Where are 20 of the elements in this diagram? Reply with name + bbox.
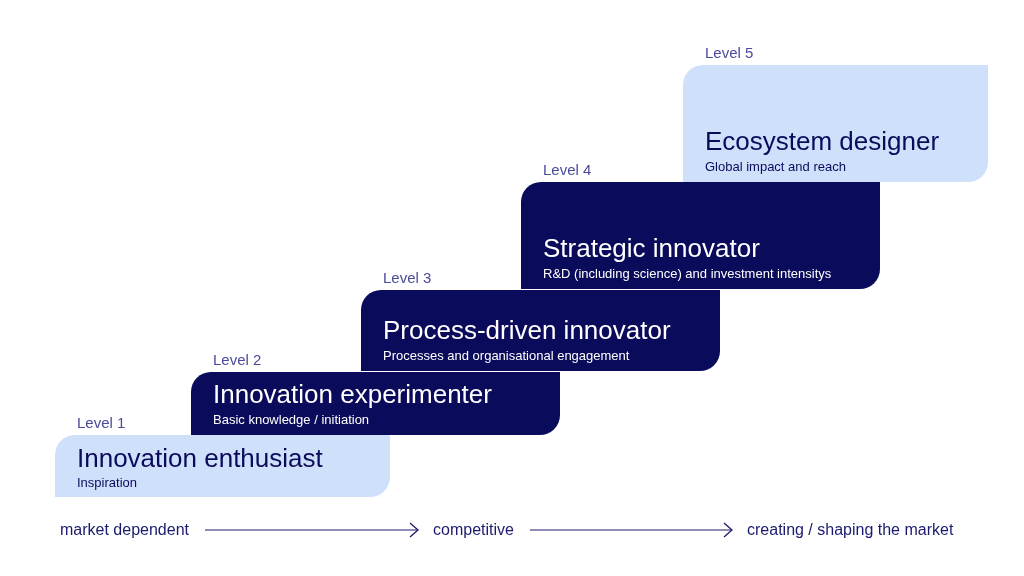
level-label: Level 2	[213, 351, 262, 369]
step-description: Processes and organisational engagement	[383, 348, 630, 364]
step-title: Process-driven innovator	[383, 315, 671, 345]
step-description: R&D (including science) and investment intensitys	[543, 266, 832, 282]
level-label: Level 1	[77, 414, 126, 432]
stage-label: creating / shaping the market	[747, 520, 954, 540]
step-description: Inspiration	[77, 475, 137, 491]
step-title: Strategic innovator	[543, 233, 760, 263]
stage-label: competitive	[433, 520, 514, 540]
arrow	[529, 522, 733, 538]
stage-label: market dependent	[60, 520, 189, 540]
step-description: Basic knowledge / initiation	[213, 412, 370, 428]
step-description: Global impact and reach	[705, 159, 846, 175]
level-label: Level 4	[543, 161, 592, 179]
level-label: Level 3	[383, 269, 432, 287]
arrow	[204, 522, 419, 538]
step-title: Ecosystem designer	[705, 126, 940, 156]
level-label: Level 5	[705, 44, 754, 62]
step-title: Innovation experimenter	[213, 379, 492, 409]
step-title: Innovation enthusiast	[77, 443, 323, 473]
